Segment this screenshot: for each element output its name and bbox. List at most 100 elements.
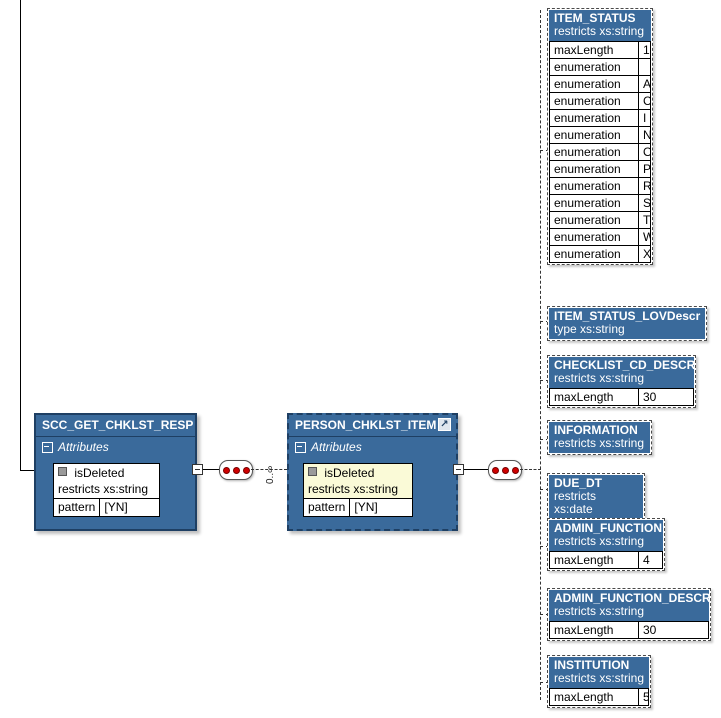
simple-type-derivation-checklist-cd-descr: restricts xs:string [554, 371, 645, 385]
attribute-facet-value-person: [YN] [354, 500, 378, 514]
sequence-compositor-1[interactable] [219, 460, 253, 480]
facet-key: maxLength [549, 551, 639, 569]
simple-type-name-checklist-cd-descr: CHECKLIST_CD_DESCR [554, 358, 696, 372]
branch-stub-item-status-lovdescr [540, 321, 549, 322]
facet-value: 4 [638, 551, 663, 569]
connector-sequence1-to-person [251, 469, 287, 470]
connector-scc-to-sequence1 [203, 469, 220, 470]
facet-key: enumeration [549, 211, 639, 229]
facet-table-institution: maxLength5 [549, 688, 649, 706]
facet-key: enumeration [549, 109, 639, 127]
facet-value: X [638, 245, 651, 263]
facet-value: C [638, 92, 651, 110]
attributes-label-person: Attributes [311, 440, 362, 454]
sequence-compositor-2[interactable] [488, 460, 522, 480]
simple-type-header-information: INFORMATION restricts xs:string [549, 422, 650, 453]
facet-value: 5 [638, 688, 649, 706]
attribute-marker-icon [58, 467, 67, 476]
simple-type-name-item-status: ITEM_STATUS [554, 11, 636, 25]
attribute-name-scc: isDeleted [74, 466, 125, 480]
attributes-header-scc[interactable]: Attributes [36, 437, 195, 456]
facet-key: maxLength [549, 621, 639, 639]
attribute-facet-key-scc: pattern [54, 499, 101, 516]
attribute-facet-value-scc: [YN] [104, 500, 128, 514]
external-link-icon[interactable]: ↗ [438, 418, 451, 431]
simple-type-name-admin-function-descr: ADMIN_FUNCTION_DESCR [554, 591, 711, 605]
simple-type-institution[interactable]: INSTITUTION restricts xs:string maxLengt… [547, 655, 651, 708]
facet-value [638, 58, 651, 76]
simple-type-name-information: INFORMATION [554, 423, 638, 437]
element-title-text-person: PERSON_CHKLST_ITEM [295, 418, 437, 432]
sequence-dot-icon [232, 466, 240, 474]
simple-type-admin-function-descr[interactable]: ADMIN_FUNCTION_DESCR restricts xs:string… [547, 588, 711, 641]
attribute-name-row-person: isDeleted [304, 464, 412, 481]
facet-row: enumerationO [549, 143, 651, 161]
facet-key: maxLength [549, 688, 639, 706]
facet-value: S [638, 194, 651, 212]
attribute-name-row-scc: isDeleted [54, 464, 159, 481]
facet-value: A [638, 75, 651, 93]
cardinality-label-left: 0..∞ [265, 465, 276, 484]
element-title-person-chklst-item: PERSON_CHKLST_ITEM ↗ [289, 415, 456, 437]
branch-stub-institution [540, 682, 549, 683]
attribute-box-scc-isdeleted[interactable]: isDeleted restricts xs:string pattern [Y… [53, 463, 160, 517]
attribute-facet-row-person: pattern [YN] [304, 499, 412, 516]
simple-type-derivation-information: restricts xs:string [554, 436, 645, 450]
collapse-minus-icon[interactable] [42, 441, 53, 453]
facet-key: maxLength [549, 41, 639, 59]
facet-value: I [638, 109, 651, 127]
attribute-facet-row-scc: pattern [YN] [54, 499, 159, 516]
expand-handle-scc-right[interactable] [192, 464, 203, 475]
facet-row: enumerationW [549, 228, 651, 246]
simple-type-checklist-cd-descr[interactable]: CHECKLIST_CD_DESCR restricts xs:string m… [547, 355, 696, 408]
branch-stub-admin-function-descr [540, 614, 549, 615]
facet-key: enumeration [549, 228, 639, 246]
facet-value: 1 [638, 41, 651, 59]
simple-type-item-status-lovdescr[interactable]: ITEM_STATUS_LOVDescr type xs:string [547, 306, 707, 341]
simple-type-name-admin-function: ADMIN_FUNCTION [554, 521, 662, 535]
simple-type-header-item-status: ITEM_STATUS restricts xs:string [549, 10, 651, 41]
incoming-connector-vertical [20, 0, 21, 470]
attributes-header-person[interactable]: Attributes [289, 437, 456, 456]
simple-type-due-dt[interactable]: DUE_DT restricts xs:date [547, 473, 645, 521]
simple-type-information[interactable]: INFORMATION restricts xs:string [547, 420, 652, 455]
facet-value: 30 [638, 621, 709, 639]
simple-type-header-checklist-cd-descr: CHECKLIST_CD_DESCR restricts xs:string [549, 357, 696, 388]
simple-type-header-admin-function: ADMIN_FUNCTION restricts xs:string [549, 520, 663, 551]
simple-type-derivation-institution: restricts xs:string [554, 671, 645, 685]
facet-key: enumeration [549, 75, 639, 93]
simple-type-admin-function[interactable]: ADMIN_FUNCTION restricts xs:string maxLe… [547, 518, 665, 571]
expand-handle-person-right[interactable] [453, 464, 464, 475]
branch-stub-admin-function [540, 546, 549, 547]
simple-type-trunk [540, 10, 541, 700]
facet-row: enumerationC [549, 92, 651, 110]
collapse-minus-icon[interactable] [295, 441, 306, 453]
facet-key: enumeration [549, 160, 639, 178]
facet-key: enumeration [549, 245, 639, 263]
attribute-type-scc: restricts xs:string [54, 481, 159, 499]
attribute-marker-icon [308, 467, 317, 476]
simple-type-item-status[interactable]: ITEM_STATUS restricts xs:string maxLengt… [547, 8, 653, 265]
facet-key: enumeration [549, 126, 639, 144]
simple-type-header-institution: INSTITUTION restricts xs:string [549, 657, 649, 688]
sequence-dot-icon [222, 466, 230, 474]
simple-type-name-item-status-lovdescr: ITEM_STATUS_LOVDescr [554, 309, 701, 323]
facet-value: 30 [638, 388, 694, 406]
simple-type-name-institution: INSTITUTION [554, 658, 630, 672]
attribute-box-person-isdeleted[interactable]: isDeleted restricts xs:string pattern [Y… [303, 463, 413, 517]
facet-value: W [638, 228, 651, 246]
attribute-facet-key-person: pattern [304, 499, 351, 516]
branch-stub-item-status [540, 150, 549, 151]
facet-row: enumeration [549, 58, 651, 76]
simple-type-derivation-due-dt: restricts xs:date [554, 489, 596, 516]
